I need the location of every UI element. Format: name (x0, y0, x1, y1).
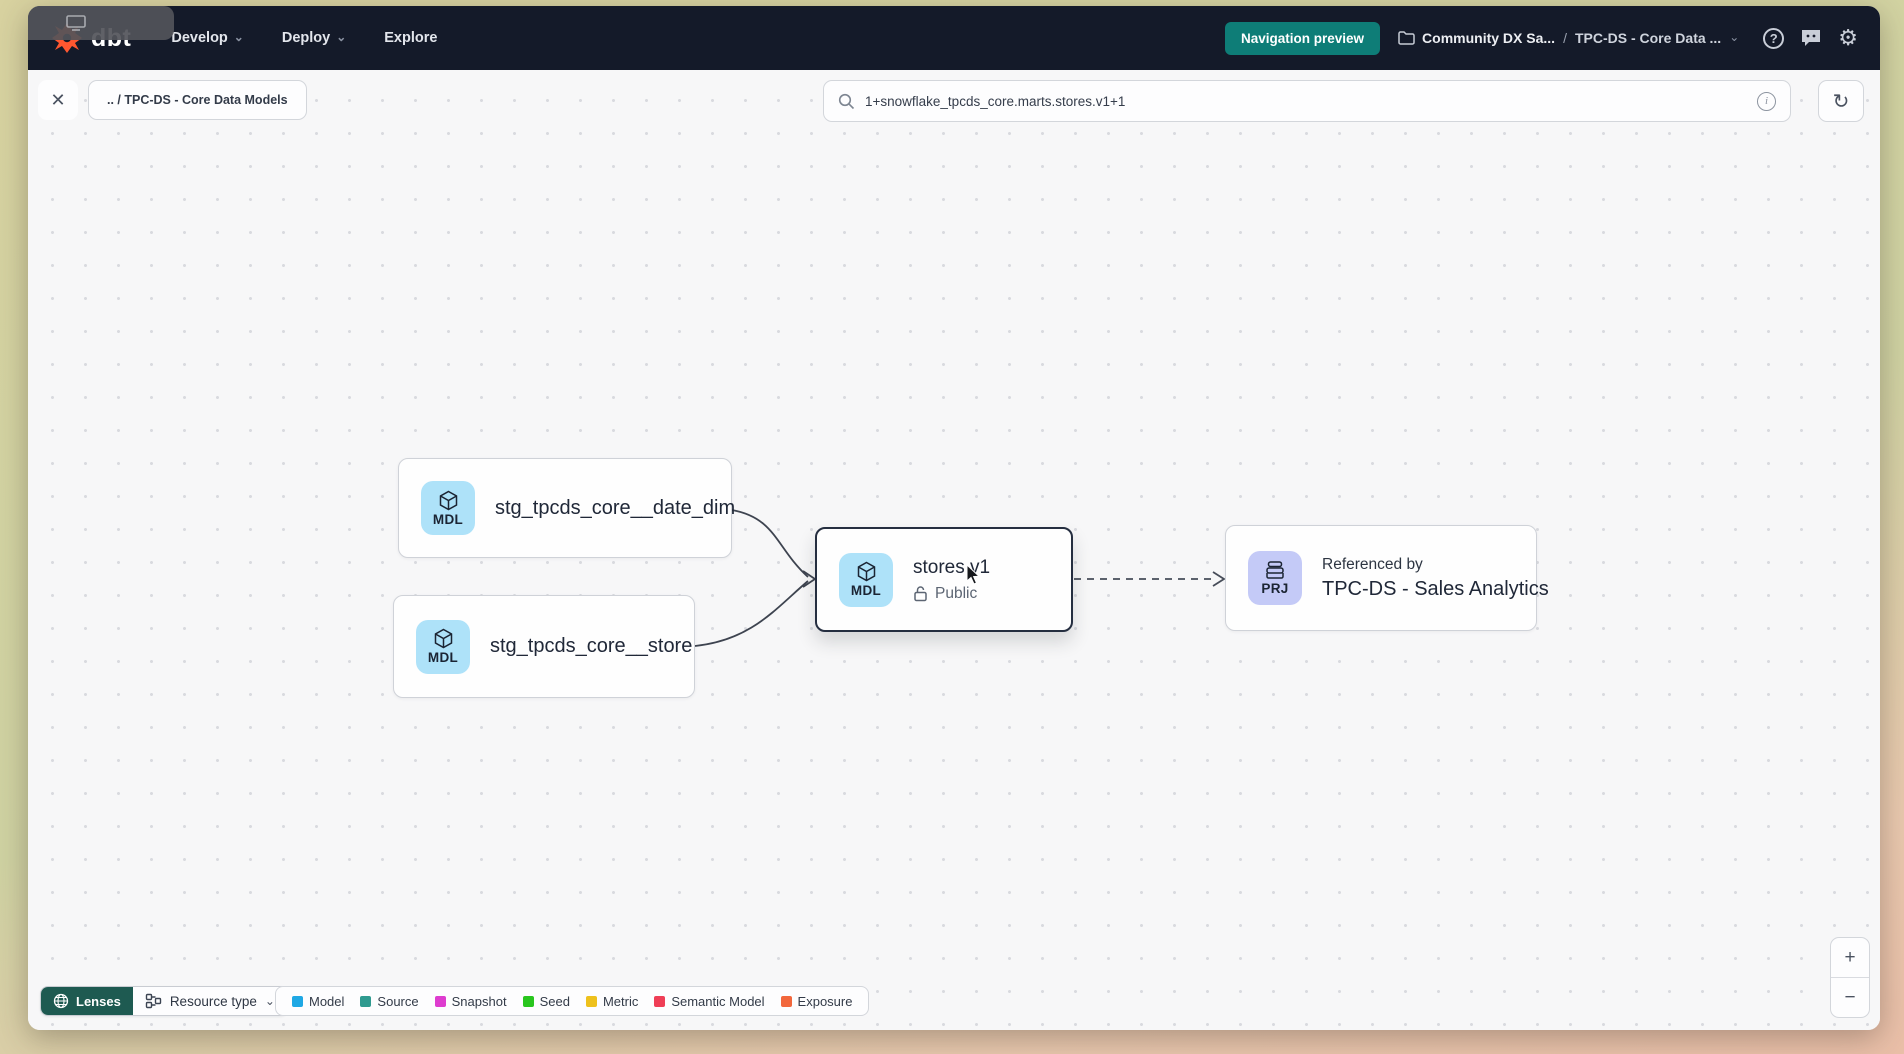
cube-icon (439, 490, 457, 510)
legend-item-source: Source (360, 994, 419, 1009)
main-menu: Develop ⌄ Deploy ⌄ Explore (171, 30, 437, 46)
chevron-down-icon: ⌄ (264, 994, 275, 1008)
node-access: Public (913, 585, 990, 603)
project-badge: PRJ (1248, 551, 1302, 605)
close-icon: ✕ (50, 89, 66, 110)
model-badge: MDL (421, 481, 475, 535)
folder-icon (1398, 31, 1415, 45)
edge-arrowhead-solid (802, 570, 817, 588)
node-stores-v1[interactable]: MDL stores.v1 Public (815, 527, 1073, 632)
info-icon[interactable]: i (1757, 91, 1776, 111)
edge-arrowhead-dashed (1212, 571, 1226, 587)
lineage-canvas[interactable]: ✕ .. / TPC-DS - Core Data Models i ↻ (28, 70, 1880, 1030)
legend-swatch (654, 995, 666, 1007)
node-text: stores.v1 Public (913, 557, 990, 603)
node-label: TPC-DS - Sales Analytics (1322, 577, 1549, 600)
refresh-icon: ↻ (1832, 90, 1850, 113)
legend-item-model: Model (292, 994, 344, 1009)
navbar-icons: ? ⚙ (1763, 25, 1858, 51)
breadcrumb-account[interactable]: Community DX Sa... (1398, 30, 1555, 46)
node-stg-tpcds-core-date-dim[interactable]: MDL stg_tpcds_core__date_dim (398, 458, 736, 558)
legend-item-semantic-model: Semantic Model (654, 994, 765, 1009)
legend-swatch (360, 995, 372, 1007)
cube-icon (434, 628, 452, 649)
screen-share-icon (66, 15, 86, 31)
menu-explore[interactable]: Explore (384, 30, 438, 46)
resource-type-icon (145, 993, 162, 1009)
screen-share-pill (28, 6, 174, 40)
legend-swatch (585, 995, 597, 1007)
node-stg-tpcds-core-store[interactable]: MDL stg_tpcds_core__store (393, 595, 695, 698)
feedback-button[interactable] (1800, 28, 1822, 48)
resource-type-dropdown[interactable]: Resource type ⌄ (132, 987, 287, 1015)
node-text: Referenced by TPC-DS - Sales Analytics (1322, 556, 1549, 601)
navbar-right: Navigation preview Community DX Sa... / … (1224, 21, 1858, 55)
breadcrumb: Community DX Sa... / TPC-DS - Core Data … (1398, 30, 1739, 46)
resource-legend: Model Source Snapshot Seed Metric Semant… (275, 986, 870, 1016)
plus-icon: + (1844, 946, 1856, 968)
help-button[interactable]: ? (1763, 27, 1785, 49)
legend-item-metric: Metric (585, 994, 638, 1009)
model-badge: MDL (416, 619, 470, 674)
breadcrumb-project[interactable]: TPC-DS - Core Data ... (1574, 30, 1722, 46)
help-icon: ? (1763, 27, 1785, 49)
lenses-button[interactable]: Lenses (41, 987, 133, 1015)
zoom-in-button[interactable]: + (1831, 938, 1869, 977)
model-badge: MDL (839, 552, 893, 607)
refresh-button[interactable]: ↻ (1818, 80, 1864, 122)
feedback-icon (1802, 30, 1821, 46)
settings-button[interactable]: ⚙ (1838, 25, 1858, 51)
edge-store-to-stores (694, 580, 809, 647)
lenses-group: Lenses Resource type ⌄ (40, 986, 288, 1016)
cube-icon (857, 561, 875, 582)
legend-swatch (434, 995, 446, 1007)
menu-develop[interactable]: Develop ⌄ (171, 30, 244, 46)
minus-icon: − (1844, 986, 1856, 1008)
unlock-icon (914, 586, 927, 602)
app-window: dbt Develop ⌄ Deploy ⌄ Explore Navigatio… (28, 6, 1880, 1030)
node-label: stores.v1 (913, 556, 991, 578)
legend-swatch (522, 995, 534, 1007)
search-input[interactable] (865, 93, 1747, 109)
legend-item-seed: Seed (522, 994, 570, 1009)
node-referenced-by-sales-analytics[interactable]: PRJ Referenced by TPC-DS - Sales Analyti… (1225, 525, 1549, 631)
path-chip[interactable]: .. / TPC-DS - Core Data Models (88, 80, 307, 120)
legend-item-exposure: Exposure (780, 994, 852, 1009)
legend-item-snapshot: Snapshot (434, 994, 507, 1009)
edge-date-dim-to-stores (731, 509, 809, 578)
navigation-preview-badge[interactable]: Navigation preview (1224, 21, 1381, 55)
node-label: stg_tpcds_core__store (490, 635, 693, 657)
search-icon (838, 93, 855, 109)
top-navbar: dbt Develop ⌄ Deploy ⌄ Explore Navigatio… (28, 6, 1880, 70)
legend-swatch (292, 995, 303, 1007)
zoom-out-button[interactable]: − (1831, 978, 1869, 1017)
menu-deploy[interactable]: Deploy ⌄ (281, 30, 347, 46)
node-label: stg_tpcds_core__date_dim (495, 496, 736, 519)
lens-icon (53, 993, 69, 1009)
close-button[interactable]: ✕ (38, 80, 78, 120)
zoom-controls: + − (1830, 937, 1870, 1018)
gear-icon: ⚙ (1838, 25, 1858, 50)
chevron-down-icon[interactable]: ⌄ (1729, 30, 1740, 44)
divider (1831, 977, 1869, 978)
legend-swatch (780, 995, 792, 1007)
chevron-down-icon: ⌄ (336, 30, 347, 44)
chevron-down-icon: ⌄ (233, 30, 244, 44)
project-icon (1266, 561, 1284, 579)
node-caption: Referenced by (1322, 555, 1423, 573)
breadcrumb-separator: / (1563, 30, 1567, 46)
lineage-search: i (823, 80, 1791, 122)
